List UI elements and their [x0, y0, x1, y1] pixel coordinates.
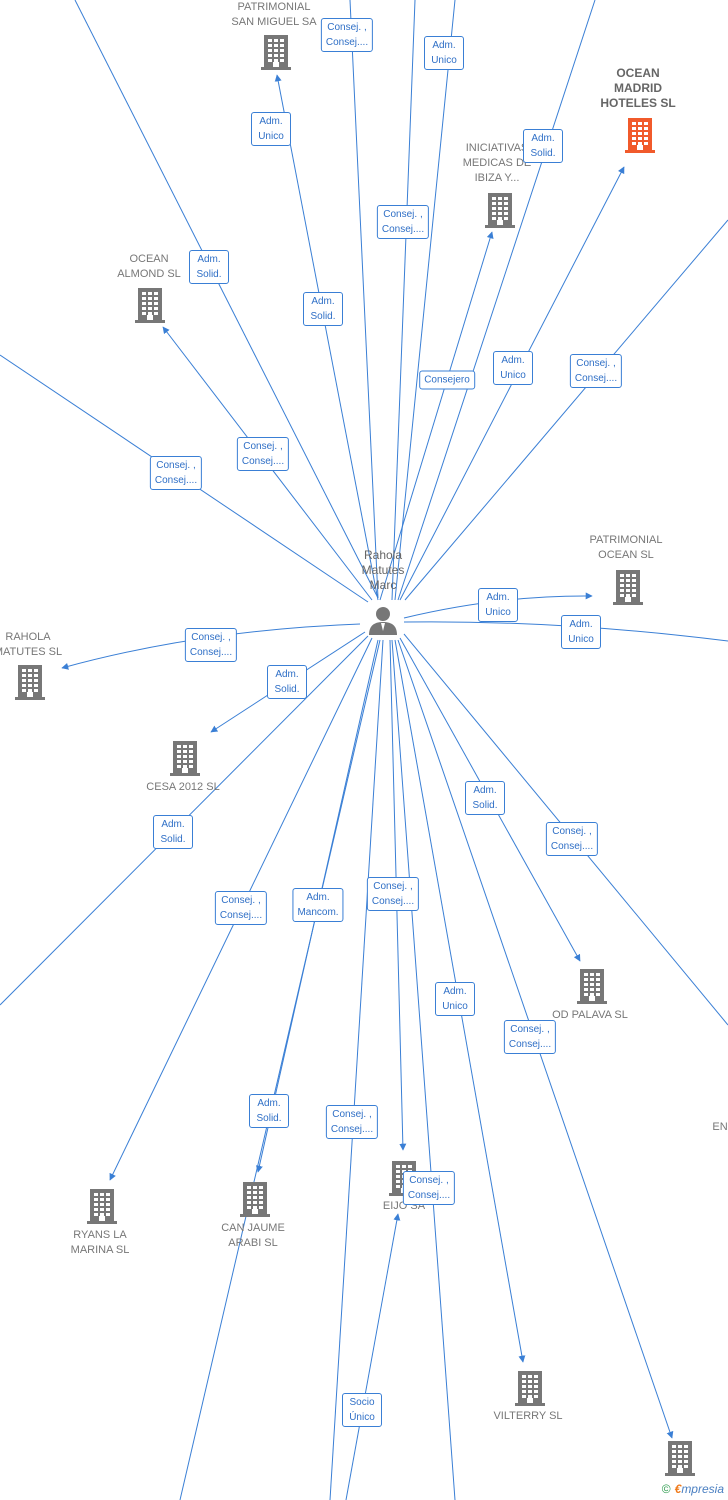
relation-label[interactable]: Adm. Solid. — [523, 129, 563, 163]
company-name-od-palava[interactable]: OD PALAVA SL — [552, 1009, 628, 1021]
company-name-patrimonial-ocean[interactable]: PATRIMONIAL OCEAN SL — [589, 534, 663, 561]
relation-label[interactable]: Consej. , Consej.... — [545, 822, 599, 856]
company-name-iniciativas-medicas[interactable]: INICIATIVAS MEDICAS DE IBIZA Y... — [462, 142, 532, 184]
relation-label[interactable]: Adm. Unico — [424, 36, 464, 70]
relation-label[interactable]: Consej. , Consej.... — [503, 1020, 557, 1054]
building-icon[interactable] — [613, 569, 643, 605]
relation-label[interactable]: Adm. Unico — [478, 588, 518, 622]
building-icon[interactable] — [135, 287, 165, 323]
building-icon[interactable] — [15, 664, 45, 700]
relation-label[interactable]: Consej. , Consej.... — [184, 628, 238, 662]
brand-logo-initial: € — [674, 1482, 682, 1496]
relation-label[interactable]: Consej. , Consej.... — [236, 437, 290, 471]
company-name-vilterry[interactable]: VILTERRY SL — [493, 1410, 563, 1422]
brand-footer: ©€mpresia — [662, 1482, 724, 1496]
relation-label[interactable]: Consej. , Consej.... — [402, 1171, 456, 1205]
relation-label[interactable]: Adm. Solid. — [267, 665, 307, 699]
relation-edge — [397, 0, 596, 601]
relation-label[interactable]: Consej. , Consej.... — [149, 456, 203, 490]
company-name-ocean-madrid[interactable]: OCEAN MADRID HOTELES SL — [600, 66, 676, 110]
person-icon[interactable] — [367, 604, 399, 636]
relation-label[interactable]: Consej. , Consej.... — [376, 205, 430, 239]
relation-label[interactable]: Adm. Mancom. — [292, 888, 344, 922]
relation-label[interactable]: Consejero — [419, 370, 475, 390]
relation-edge — [379, 231, 494, 601]
company-name-cesa-2012[interactable]: CESA 2012 SL — [146, 781, 220, 793]
relation-label[interactable]: Adm. Solid. — [153, 815, 193, 849]
relation-label[interactable]: Adm. Solid. — [303, 292, 343, 326]
copyright-mark: © — [661, 1482, 671, 1496]
relation-label[interactable]: Consej. , Consej.... — [325, 1105, 379, 1139]
company-name-can-jaume-arabi[interactable]: CAN JAUME ARABI SL — [221, 1222, 285, 1249]
relation-edge — [74, 0, 379, 599]
building-icon[interactable] — [170, 740, 200, 776]
relation-label[interactable]: Adm. Unico — [493, 351, 533, 385]
relation-label[interactable]: Adm. Unico — [561, 615, 601, 649]
company-name-patrimonial-san-miguel[interactable]: PATRIMONIAL SAN MIGUEL SA — [231, 1, 317, 28]
relation-label[interactable]: Adm. Solid. — [465, 781, 505, 815]
company-name-ocean-almond[interactable]: OCEAN ALMOND SL — [117, 253, 181, 280]
relation-edge — [404, 219, 728, 601]
relation-label[interactable]: Consej. , Consej.... — [366, 877, 420, 911]
relation-label[interactable]: Adm. Solid. — [249, 1094, 289, 1128]
relation-edge — [329, 639, 384, 1500]
relation-label[interactable]: Socio Único — [342, 1393, 382, 1427]
building-icon[interactable] — [240, 1181, 270, 1217]
building-icon[interactable] — [665, 1440, 695, 1476]
brand-logo-text: mpresia — [681, 1482, 724, 1496]
person-name[interactable]: Rahola Matutes Marc — [361, 548, 405, 592]
relation-edge — [349, 0, 379, 599]
relation-label[interactable]: Consej. , Consej.... — [320, 18, 374, 52]
building-icon[interactable] — [87, 1188, 117, 1224]
building-icon[interactable] — [485, 192, 515, 228]
relation-label[interactable]: Adm. Solid. — [189, 250, 229, 284]
relation-edge — [274, 74, 379, 601]
building-icon[interactable] — [577, 968, 607, 1004]
relation-label[interactable]: Consej. , Consej.... — [214, 891, 268, 925]
relation-label[interactable]: Consej. , Consej.... — [569, 354, 623, 388]
relation-edge — [394, 0, 456, 601]
relation-edge — [391, 0, 416, 601]
relation-edge — [179, 639, 381, 1500]
building-icon[interactable] — [261, 34, 291, 70]
company-name-ryans-la-marina[interactable]: RYANS LA MARINA SL — [70, 1229, 130, 1256]
company-name-rahola-matutes[interactable]: RAHOLA MATUTES SL — [0, 631, 63, 658]
relation-edge — [345, 1213, 401, 1500]
relation-edge — [391, 639, 456, 1500]
building-icon[interactable] — [625, 117, 655, 153]
company-name-en[interactable]: EN — [712, 1121, 728, 1133]
relation-label[interactable]: Adm. Unico — [435, 982, 475, 1016]
relation-label[interactable]: Adm. Unico — [251, 112, 291, 146]
building-icon[interactable] — [515, 1370, 545, 1406]
